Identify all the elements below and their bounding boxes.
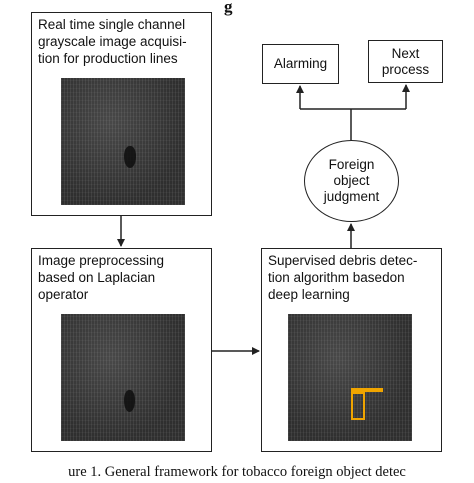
acquisition-box: Real time single channel grayscale image… [31,12,212,216]
detection-bounding-box [351,392,365,420]
preprocessing-label: Image preprocessing based on Laplacian o… [38,253,165,302]
foreign-object-dark-spot [124,390,135,412]
detection-label: Supervised debris detec- tion algorithm … [268,253,418,302]
figure-caption: ure 1. General framework for tobacco for… [68,464,406,480]
detection-label-bar [351,388,383,392]
foreign-object-judgment-node: Foreign object judgment [304,140,399,222]
preprocessing-box: Image preprocessing based on Laplacian o… [31,248,212,452]
figure-title-fragment: g [224,0,233,16]
preprocessed-image [61,314,185,441]
foreign-object-dark-spot [124,146,136,168]
next-process-box: Next process [368,40,443,83]
detection-result-image [288,314,412,441]
detection-box: Supervised debris detec- tion algorithm … [261,248,442,452]
raw-grayscale-image [61,78,185,205]
acquisition-label: Real time single channel grayscale image… [38,17,187,66]
alarming-box: Alarming [262,44,339,84]
